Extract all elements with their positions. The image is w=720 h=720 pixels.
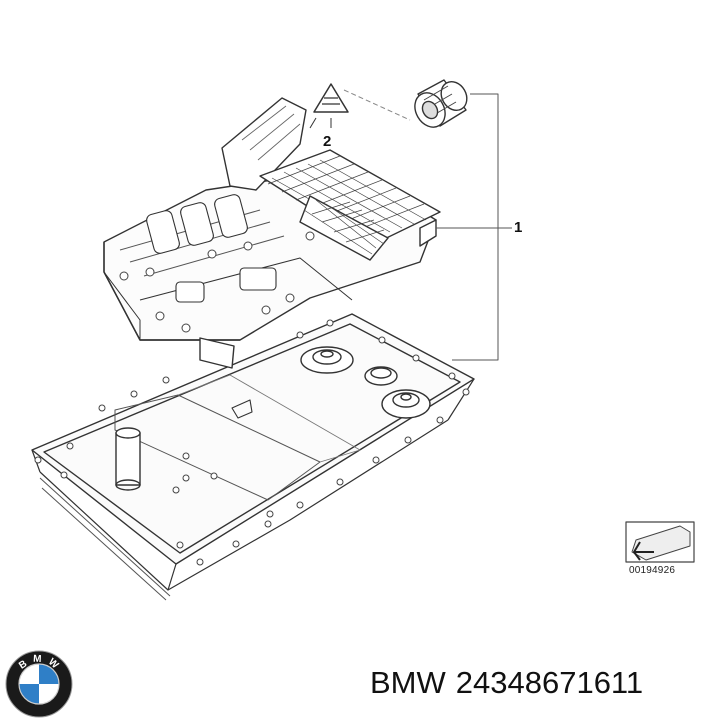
caption-brand: BMW [370,665,446,700]
part-caption: BMW 24348671611 [370,665,653,701]
diagram-reference-code: 00194926 [629,565,676,576]
callout-part-2: 2 [323,133,332,150]
plug-sleeve [414,79,468,128]
oil-pan [31,313,475,601]
orientation-badge-icon [625,521,695,563]
valve-body [103,97,441,369]
bmw-logo-icon: BMW [5,650,73,718]
callout-part-1: 1 [514,219,523,236]
warning-label-icon [313,83,349,113]
caption-part-number: 24348671611 [455,665,644,700]
leader-lines [343,89,512,361]
